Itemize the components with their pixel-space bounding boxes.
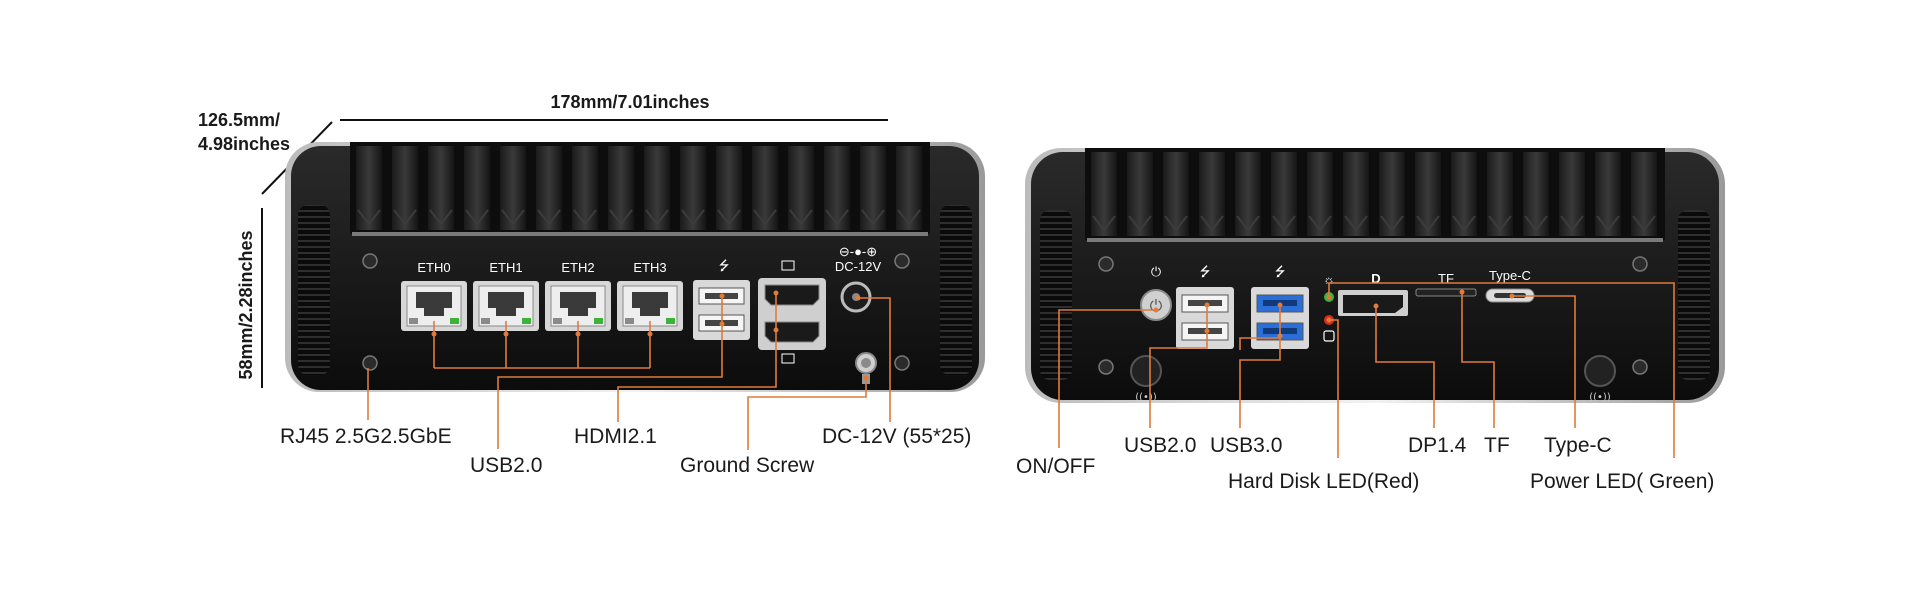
heatsink-fin bbox=[1415, 152, 1441, 236]
power-led-icon: ☼ bbox=[1323, 272, 1335, 287]
antenna-mounts: ((•)) ((•)) bbox=[1130, 355, 1616, 403]
heatsink-fin bbox=[1307, 152, 1333, 236]
svg-text:((•)): ((•)) bbox=[1135, 392, 1157, 403]
eth1-label: ETH1 bbox=[489, 260, 522, 275]
front-leader-lines bbox=[367, 290, 891, 450]
heatsink-fin bbox=[1451, 152, 1477, 236]
heatsink-fin bbox=[824, 146, 850, 230]
eth2-label: ETH2 bbox=[561, 260, 594, 275]
eth3-label: ETH3 bbox=[633, 260, 666, 275]
heatsink-fin bbox=[644, 146, 670, 230]
heatsink-fins bbox=[1085, 148, 1665, 240]
heatsink-fin bbox=[500, 146, 526, 230]
usb-icon: ⭍ bbox=[1275, 264, 1286, 279]
heatsink-fin bbox=[1091, 152, 1117, 236]
depth-dimension-line2: 4.98inches bbox=[198, 134, 290, 154]
callout-rear-usb20: USB2.0 bbox=[1124, 434, 1196, 457]
heatsink-fin bbox=[752, 146, 778, 230]
eth0-label: ETH0 bbox=[417, 260, 450, 275]
callout-dc: DC-12V (55*25) bbox=[822, 425, 971, 448]
heatsink-fin bbox=[1271, 152, 1297, 236]
heatsink-fins bbox=[350, 142, 930, 234]
callout-tf: TF bbox=[1484, 434, 1510, 457]
heatsink-fin bbox=[356, 146, 382, 230]
front-callouts: RJ45 2.5G2.5GbE USB2.0 HDMI2.1 Ground Sc… bbox=[280, 425, 971, 477]
heatsink-fin bbox=[860, 146, 886, 230]
callout-onoff: ON/OFF bbox=[1016, 455, 1095, 478]
callout-power-led: Power LED( Green) bbox=[1530, 470, 1714, 493]
callout-front-usb20: USB2.0 bbox=[470, 454, 542, 477]
heatsink-fin bbox=[428, 146, 454, 230]
heatsink-fin bbox=[392, 146, 418, 230]
heatsink-fin bbox=[1199, 152, 1225, 236]
callout-typec: Type-C bbox=[1544, 434, 1612, 457]
width-dimension: 178mm/7.01inches bbox=[550, 92, 709, 112]
power-button: ⏻ ⏻ bbox=[1140, 264, 1172, 321]
heatsink-fin bbox=[536, 146, 562, 230]
rj45-port bbox=[473, 281, 539, 331]
svg-text:((•)): ((•)) bbox=[1589, 392, 1611, 403]
callout-ground-screw: Ground Screw bbox=[680, 454, 815, 477]
rj45-port bbox=[545, 281, 611, 331]
callout-hdd-led: Hard Disk LED(Red) bbox=[1228, 470, 1419, 493]
heatsink-fin bbox=[1523, 152, 1549, 236]
heatsink-fin bbox=[464, 146, 490, 230]
usb-icon: ⭍ bbox=[1200, 264, 1211, 279]
heatsink-fin bbox=[572, 146, 598, 230]
heatsink-fin bbox=[1631, 152, 1657, 236]
heatsink-fin bbox=[608, 146, 634, 230]
rear-leader-lines bbox=[1058, 282, 1675, 458]
callout-dp: DP1.4 bbox=[1408, 434, 1467, 457]
dimension-annotations: 178mm/7.01inches 126.5mm/ 4.98inches 58m… bbox=[198, 92, 888, 388]
rj45-ports bbox=[401, 281, 683, 331]
status-leds: ☼ bbox=[1323, 272, 1335, 342]
rear-unit: ⏻ ⏻ ⭍ ⭍ ☼ D bbox=[1025, 148, 1725, 403]
callout-hdmi: HDMI2.1 bbox=[574, 425, 657, 448]
power-icon: ⏻ bbox=[1151, 264, 1161, 279]
dc-label: DC-12V bbox=[835, 259, 882, 274]
callout-rear-usb30: USB3.0 bbox=[1210, 434, 1282, 457]
heatsink-fin bbox=[716, 146, 742, 230]
displayport: D bbox=[1338, 271, 1408, 316]
heatsink-fin bbox=[1235, 152, 1261, 236]
height-dimension: 58mm/2.28inches bbox=[236, 230, 256, 379]
heatsink-fin bbox=[1163, 152, 1189, 236]
heatsink-fin bbox=[680, 146, 706, 230]
dc-polarity-icon: ⊖-●-⊕ bbox=[839, 244, 877, 259]
heatsink-fin bbox=[1127, 152, 1153, 236]
callout-rj45: RJ45 2.5G2.5GbE bbox=[280, 425, 452, 448]
rear-callouts: ON/OFF USB2.0 USB3.0 Hard Disk LED(Red) … bbox=[1016, 434, 1714, 493]
dp-icon: D bbox=[1371, 271, 1380, 286]
heatsink-fin bbox=[788, 146, 814, 230]
heatsink-fin bbox=[1379, 152, 1405, 236]
depth-dimension-line1: 126.5mm/ bbox=[198, 110, 280, 130]
heatsink-fin bbox=[1595, 152, 1621, 236]
heatsink-fin bbox=[1487, 152, 1513, 236]
front-unit: ETH0 ETH1 ETH2 ETH3 ⭍ ⊖-●-⊕ DC-12V bbox=[285, 142, 985, 392]
heatsink-fin bbox=[1559, 152, 1585, 236]
heatsink-fin bbox=[896, 146, 922, 230]
typec-port-label: Type-C bbox=[1489, 268, 1531, 283]
heatsink-fin bbox=[1343, 152, 1369, 236]
usb-icon: ⭍ bbox=[719, 258, 730, 273]
